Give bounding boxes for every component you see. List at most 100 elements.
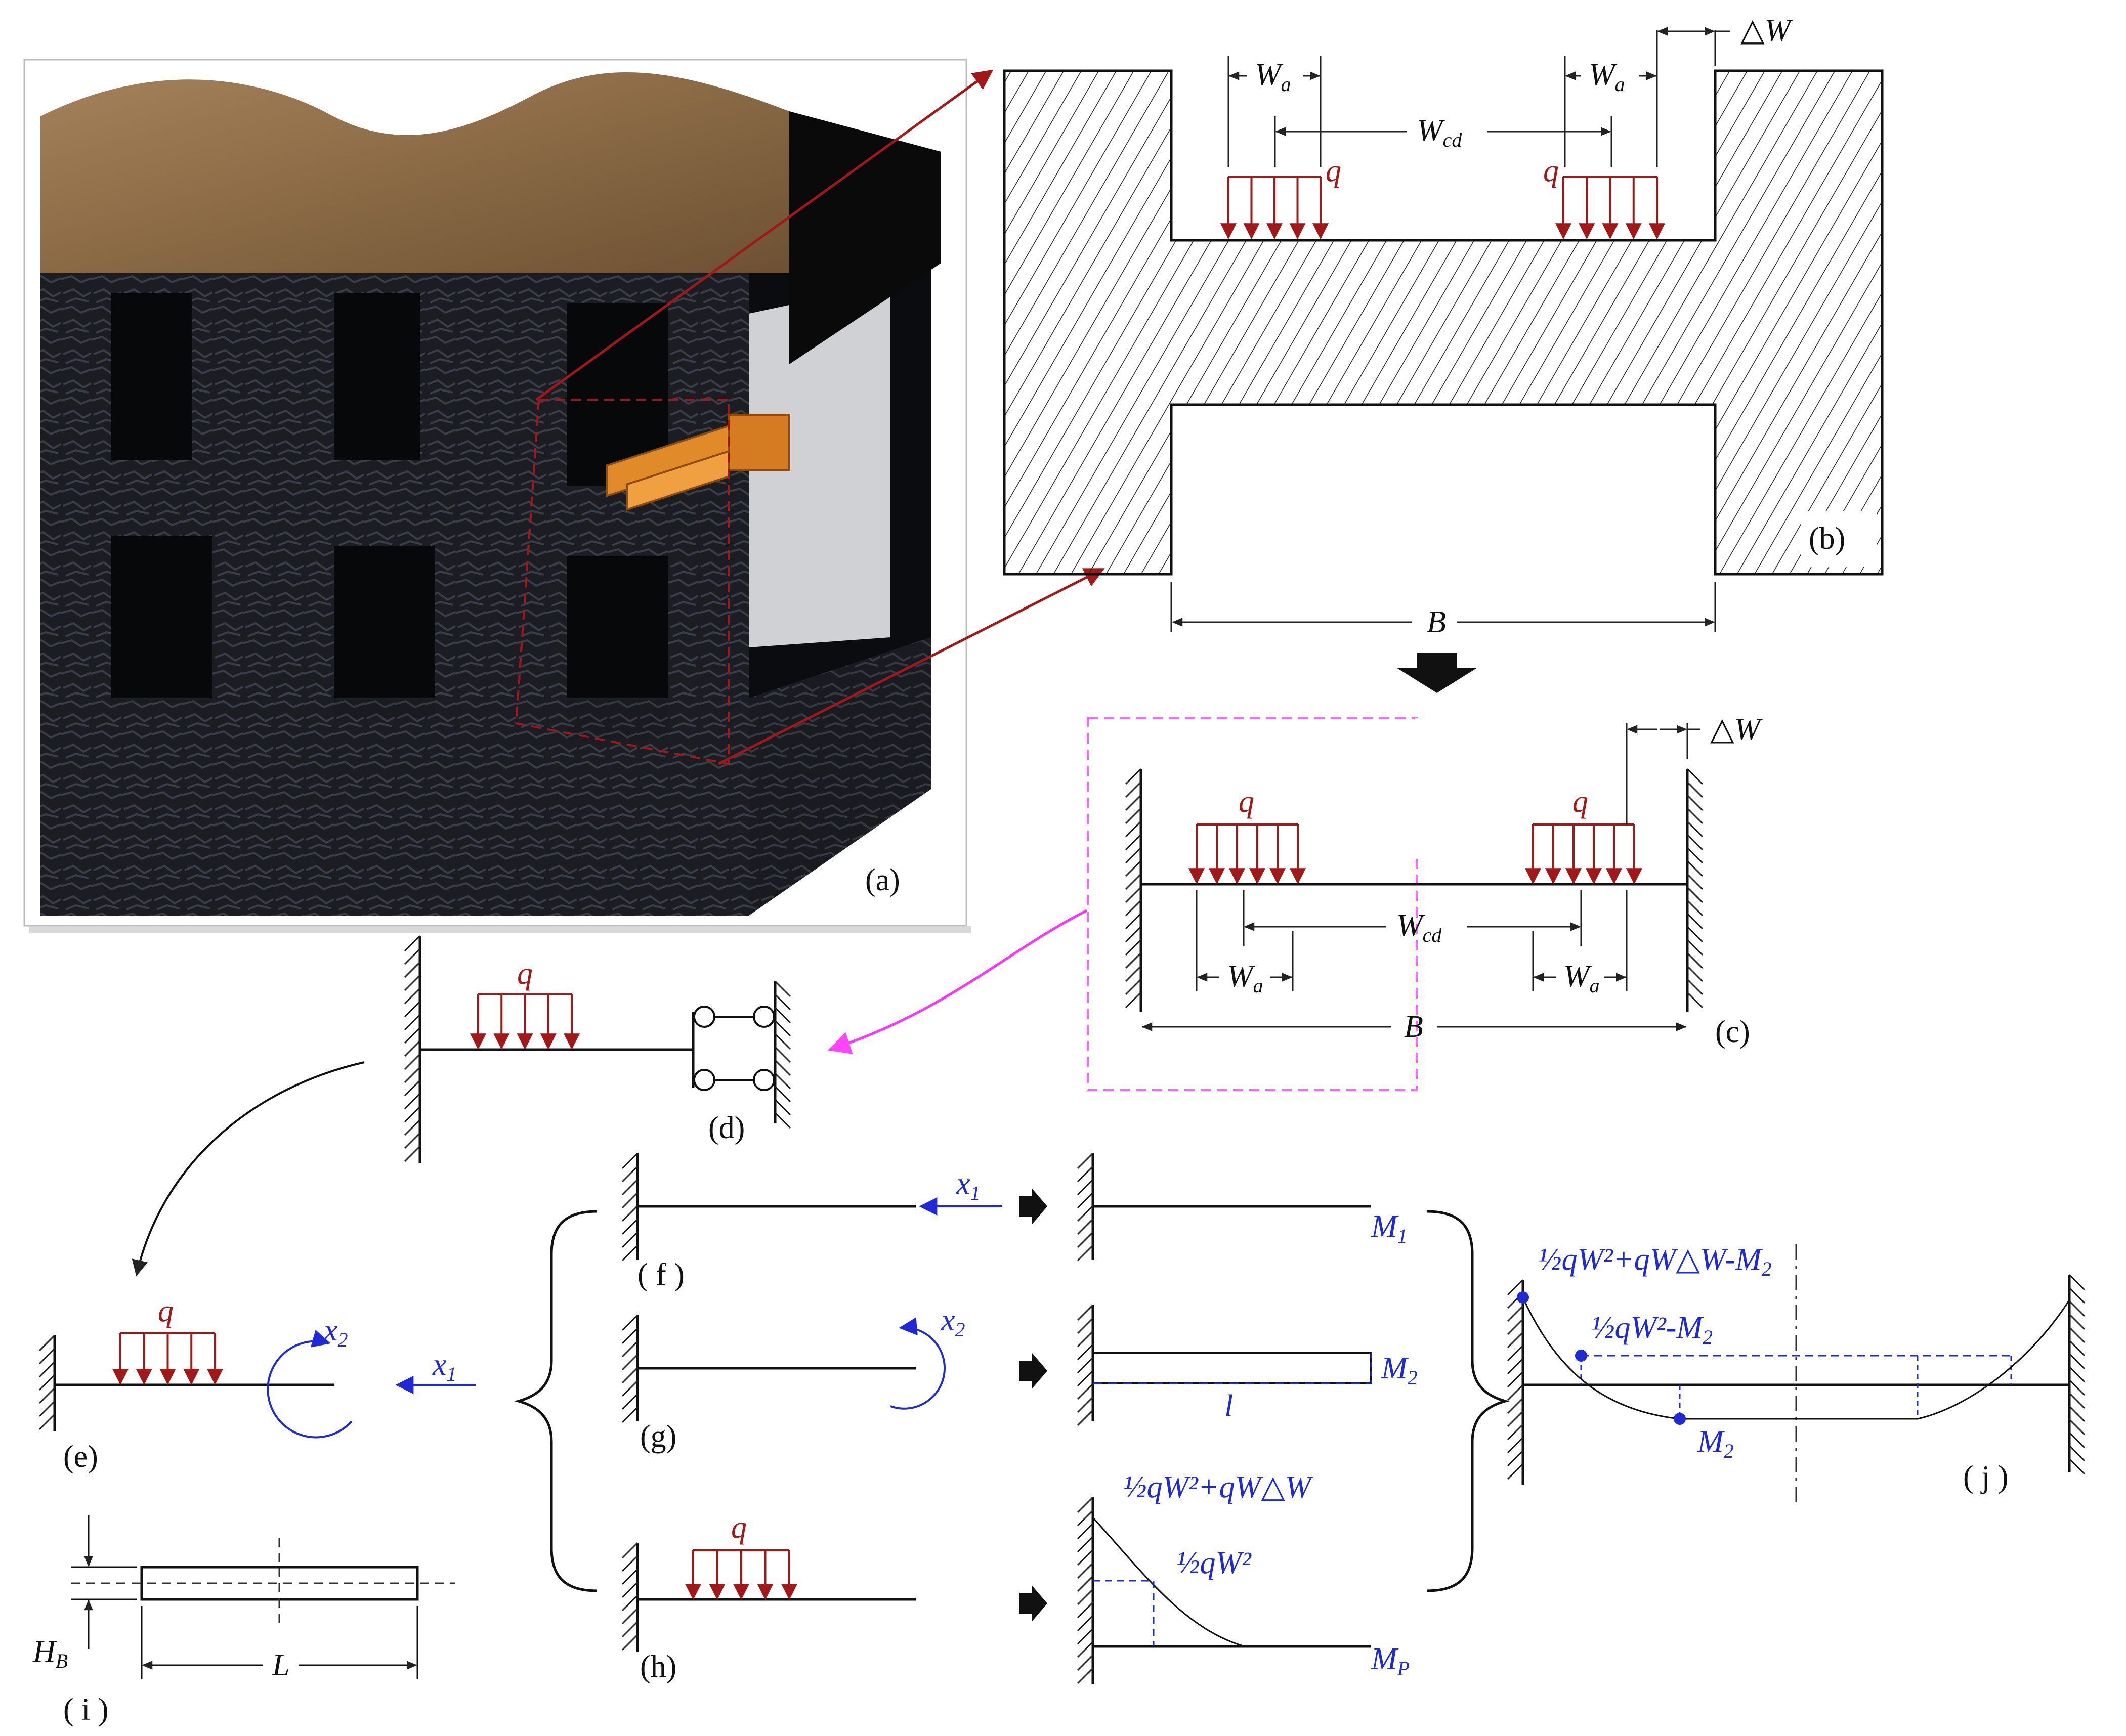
dim-b-c: B	[1404, 1010, 1423, 1044]
wall-hatch	[404, 1132, 421, 1149]
load-q-b1: q	[1326, 154, 1341, 188]
wall-hatch	[1507, 1437, 1524, 1454]
wall-hatch	[1077, 1667, 1094, 1684]
wall-hatch	[1077, 1330, 1094, 1348]
panel-j-moment-diagram: ½qW²+qW△W-M2 ½qW²-M2 M2 ( j )	[1507, 1242, 2086, 1507]
panel-label-g: (g)	[640, 1419, 676, 1454]
label-l: l	[1224, 1389, 1233, 1423]
wall-hatch	[1686, 834, 1704, 851]
wall-hatch	[404, 1145, 421, 1162]
wall-hatch	[1686, 820, 1704, 838]
wall-hatch	[621, 1205, 639, 1222]
wall-hatch	[1077, 1192, 1094, 1209]
panel-d-half-beam: q (d)	[404, 935, 791, 1163]
wall-hatch	[1077, 1179, 1094, 1196]
formula-h-mid: ½qW²	[1176, 1546, 1252, 1580]
wall-hatch	[404, 1106, 421, 1123]
wall-hatch	[1507, 1423, 1524, 1441]
wall-hatch	[1686, 886, 1704, 903]
load-q-c1: q	[1239, 785, 1254, 819]
panel-label-e: (e)	[63, 1440, 98, 1474]
wall-hatch	[621, 1608, 639, 1625]
wall-hatch	[621, 1314, 639, 1331]
wall-hatch	[1077, 1575, 1094, 1592]
wall-hatch	[38, 1413, 56, 1430]
wall-hatch	[1077, 1304, 1094, 1321]
label-mp: MP	[1371, 1642, 1410, 1680]
wall-hatch	[2068, 1287, 2086, 1304]
label-m1: M1	[1371, 1209, 1408, 1247]
panel-label-a: (a)	[865, 863, 900, 897]
wall-hatch	[404, 1119, 421, 1136]
wall-hatch	[1125, 913, 1142, 930]
wall-hatch	[1507, 1371, 1524, 1388]
wall-hatch	[1686, 939, 1704, 956]
panel-c-beam-model: q q △W Wcd Wa Wa B (c)	[1087, 712, 1763, 1091]
wall-hatch	[621, 1393, 639, 1410]
wall-hatch	[1077, 1536, 1094, 1553]
wall-hatch	[2068, 1366, 2086, 1383]
dim-b-b: B	[1427, 605, 1446, 639]
wall-hatch	[1077, 1549, 1094, 1566]
wall-hatch	[1077, 1231, 1094, 1248]
wall-hatch	[774, 1112, 791, 1129]
wall-hatch	[1077, 1601, 1094, 1619]
dim-wcd-c: Wcd	[1396, 908, 1442, 946]
wall-hatch	[774, 1020, 791, 1037]
wall-hatch	[1686, 926, 1704, 943]
wall-hatch	[1077, 1496, 1094, 1513]
label-m2-g: M2	[1381, 1351, 1418, 1389]
wall-hatch	[38, 1387, 56, 1404]
wall-hatch	[1077, 1165, 1094, 1183]
mining-machine	[606, 414, 790, 511]
wall-hatch	[38, 1400, 56, 1417]
wall-hatch	[1125, 965, 1142, 982]
wall-hatch	[1686, 807, 1704, 824]
panel-label-i: ( i )	[63, 1692, 109, 1727]
wall-hatch	[621, 1354, 639, 1371]
dim-delta-w-c: △W	[1710, 712, 1763, 747]
wall-hatch	[621, 1192, 639, 1209]
wall-hatch	[1125, 991, 1142, 1009]
wall-hatch	[1686, 899, 1704, 917]
wall-hatch	[404, 1040, 421, 1057]
wall-hatch	[1077, 1588, 1094, 1605]
wall-hatch	[621, 1581, 639, 1598]
wall-hatch	[1125, 794, 1142, 811]
wall-hatch	[774, 1059, 791, 1076]
wall-hatch	[404, 1079, 421, 1097]
wall-hatch	[2068, 1353, 2086, 1370]
label-x2-g: x2	[941, 1303, 965, 1341]
formula-j-mid: ½qW²-M2	[1591, 1311, 1713, 1349]
wall-hatch	[1077, 1396, 1094, 1413]
formula-j-top: ½qW²+qW△W-M2	[1538, 1242, 1772, 1280]
wall-hatch	[621, 1231, 639, 1248]
wall-hatch	[1077, 1205, 1094, 1222]
label-x1-e: x1	[432, 1348, 457, 1385]
wall-hatch	[1507, 1358, 1524, 1375]
wall-hatch	[1686, 978, 1704, 995]
panel-label-j: ( j )	[1963, 1460, 2009, 1494]
wall-hatch	[1077, 1383, 1094, 1400]
wall-hatch	[1125, 886, 1142, 903]
wall-hatch	[2068, 1392, 2086, 1409]
wall-hatch	[404, 961, 421, 978]
panel-label-d: (d)	[708, 1111, 745, 1145]
wall-hatch	[1507, 1305, 1524, 1322]
wall-hatch	[1507, 1384, 1524, 1401]
wall-hatch	[621, 1634, 639, 1651]
wall-hatch	[38, 1348, 56, 1365]
wall-hatch	[1125, 978, 1142, 995]
wall-hatch	[1125, 952, 1142, 969]
wall-hatch	[1507, 1397, 1524, 1414]
wall-hatch	[2068, 1339, 2086, 1357]
panel-f-unit-force: x1 ( f ) M1	[621, 1152, 1408, 1292]
wall-hatch	[1125, 768, 1142, 785]
load-q-d: q	[517, 957, 533, 991]
arrow-icon-h	[1019, 1586, 1047, 1621]
wall-hatch	[1077, 1509, 1094, 1527]
left-brace	[514, 1210, 598, 1592]
wall-hatch	[1077, 1357, 1094, 1374]
wall-hatch	[621, 1594, 639, 1612]
